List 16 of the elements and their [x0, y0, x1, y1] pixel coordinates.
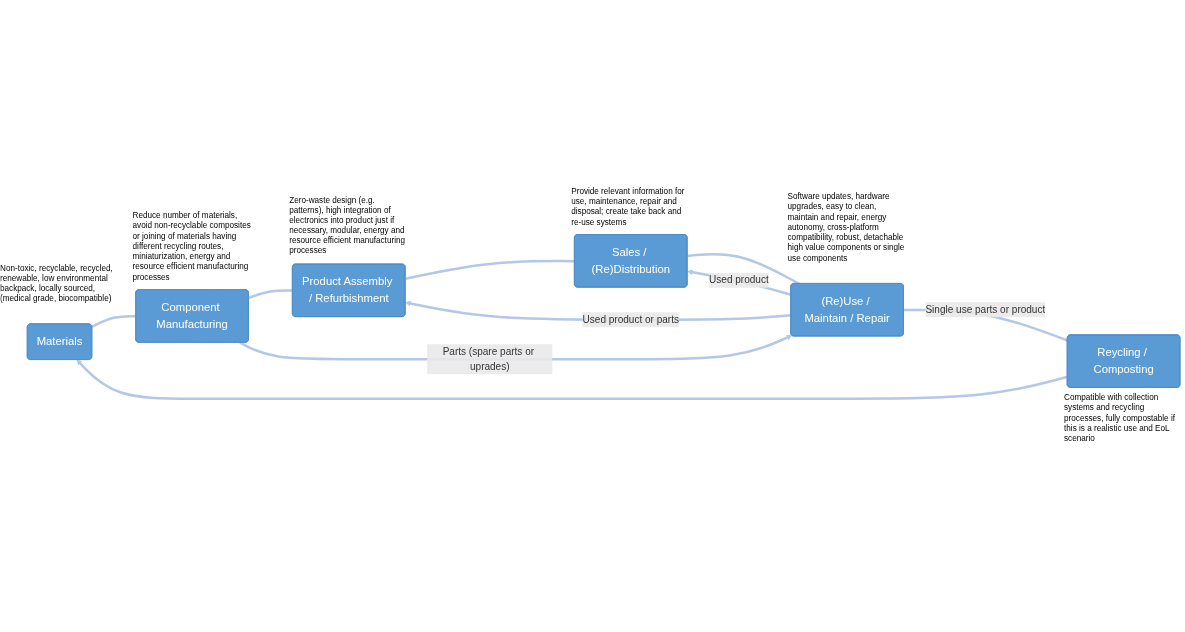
- note-text: Provide relevant information for use, maintenance, repair and disposal; create take back and re-use systems: [571, 186, 686, 227]
- note-text: Reduce number of materials, avoid non-recyclable composites or joining of materials having different recycling routes, miniaturization, energy and resource efficient manufacturing processes: [132, 210, 252, 282]
- edge-label: Used product or parts: [582, 314, 679, 325]
- note-text: Zero-waste design (e.g. patterns), high integration of electronics into product just if necessary, modular, energy and resource efficient manufacturing processes: [289, 195, 406, 257]
- arrow: [76, 359, 1068, 400]
- connector: [91, 315, 136, 328]
- connector: [248, 289, 293, 299]
- arrow: [687, 269, 792, 296]
- edge-label: Used product: [709, 274, 769, 286]
- connector: [405, 259, 575, 281]
- edge-label: Parts (spare parts or uprades): [442, 346, 535, 372]
- note-text: Non-toxic, recyclable, recycled, renewable, low environmental backpack, locally sourced, (medical grade, biocompatible): [0, 263, 114, 304]
- note-text: Software updates, hardware upgrades, easy to clean, maintain and repair, energy autonomy, cross-platform compatibility, robust, detachable high value components or single use components: [787, 191, 906, 264]
- connector: [687, 252, 800, 285]
- note-text: Compatible with collection systems and recycling processes, fully compostable if this is a realistic use and EoL scenario: [1064, 392, 1176, 444]
- edge-label: Single use parts or product: [925, 304, 1046, 315]
